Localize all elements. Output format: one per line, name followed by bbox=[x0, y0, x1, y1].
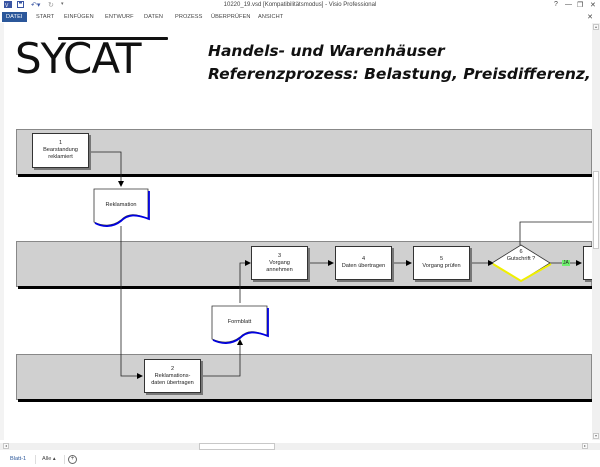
window-title: 10220_19.vsd [Kompatibilitätsmodus] - Vi… bbox=[223, 2, 377, 8]
sheet-tab-blatt-1[interactable]: Blatt-1 bbox=[10, 456, 27, 462]
step-2-label-line2: daten übertragen bbox=[151, 379, 194, 386]
step-7-box[interactable] bbox=[583, 246, 592, 280]
step-2-label-line1: Reklamations- bbox=[154, 372, 191, 379]
step-5-label: Vorgang prüfen bbox=[422, 263, 461, 269]
logo-bar bbox=[58, 37, 168, 40]
add-sheet-icon[interactable]: + bbox=[68, 455, 77, 464]
undo-icon[interactable]: ↶▾ bbox=[31, 2, 41, 9]
visio-icon: V bbox=[4, 1, 12, 10]
all-sheets-button[interactable]: Alle ▴ bbox=[42, 456, 56, 462]
document-reklamation-shape bbox=[93, 188, 150, 228]
separator bbox=[64, 455, 65, 464]
help-button[interactable]: ? bbox=[554, 1, 558, 8]
sycat-logo: SYCAT bbox=[15, 34, 141, 83]
drawing-canvas[interactable]: SYCAT Handels- und Warenhäuser Referenzp… bbox=[0, 23, 592, 440]
document-formblatt-shape bbox=[211, 305, 269, 345]
step-3-number: 3 bbox=[277, 252, 282, 259]
redo-icon[interactable]: ↻ bbox=[48, 2, 54, 9]
ribbon-tabs: DATEI START EINFÜGEN ENTWURF DATEN PROZE… bbox=[0, 11, 600, 23]
tab-einfuegen[interactable]: EINFÜGEN bbox=[64, 14, 94, 20]
step-3-label-line1: Vorgang bbox=[269, 259, 290, 266]
ruler-left bbox=[0, 23, 4, 440]
tab-daten[interactable]: DATEN bbox=[144, 14, 164, 20]
connector-1-to-reklamation bbox=[88, 151, 124, 187]
tab-ueberpruefen[interactable]: ÜBERPRÜFEN bbox=[211, 14, 251, 20]
save-icon[interactable] bbox=[17, 1, 24, 10]
decision-6-shape bbox=[491, 244, 552, 283]
step-1-label-line1: Bearstandung bbox=[43, 147, 78, 153]
tab-prozess[interactable]: PROZESS bbox=[175, 14, 203, 20]
vertical-scrollbar[interactable]: ▴ ▾ bbox=[592, 23, 600, 440]
document-formblatt-label: Formblatt bbox=[227, 319, 252, 325]
scroll-right-button[interactable]: ▸ bbox=[582, 443, 588, 449]
decision-6-label[interactable]: 6 Gutschrift ? bbox=[500, 249, 542, 263]
sheet-tab-bar: Blatt-1 Alle ▴ + bbox=[0, 451, 600, 467]
swimlane-3-border bbox=[18, 399, 592, 402]
connector-6-up bbox=[519, 221, 592, 245]
header-title-line1: Handels- und Warenhäuser bbox=[208, 42, 445, 60]
step-2-number: 2 bbox=[170, 365, 175, 372]
header-title-line2: Referenzprozess: Belastung, Preisdiffere… bbox=[208, 65, 592, 83]
step-4-number: 4 bbox=[361, 256, 366, 262]
tab-ansicht[interactable]: ANSICHT bbox=[258, 14, 284, 20]
vertical-scroll-thumb[interactable] bbox=[593, 171, 599, 249]
swimlane-1-border bbox=[18, 174, 592, 177]
restore-button[interactable]: ❐ bbox=[577, 2, 584, 9]
step-1-label-line2: reklamiert bbox=[48, 154, 73, 160]
step-1-box[interactable]: 1 Bearstandung reklamiert bbox=[32, 133, 89, 168]
step-5-box[interactable]: 5 Vorgang prüfen bbox=[413, 246, 470, 280]
close-button[interactable]: ✕ bbox=[590, 2, 596, 9]
tab-datei[interactable]: DATEI bbox=[2, 12, 27, 22]
scroll-down-button[interactable]: ▾ bbox=[593, 433, 599, 439]
scroll-left-button[interactable]: ◂ bbox=[3, 443, 9, 449]
close-document-button[interactable]: ✕ bbox=[587, 14, 593, 21]
horizontal-scroll-thumb[interactable] bbox=[199, 443, 275, 450]
step-2-box[interactable]: 2 Reklamations- daten übertragen bbox=[144, 359, 201, 393]
step-4-label: Daten übertragen bbox=[341, 263, 386, 269]
title-bar: V ↶▾ ↻ ▾ 10220_19.vsd [Kompatibilitätsmo… bbox=[0, 0, 600, 11]
svg-text:V: V bbox=[5, 3, 9, 8]
horizontal-scrollbar[interactable]: ◂ ▸ bbox=[0, 443, 600, 450]
step-1-number: 1 bbox=[58, 140, 63, 146]
step-3-box[interactable]: 3 Vorgang annehmen bbox=[251, 246, 308, 280]
connector-reklamation-to-2 bbox=[120, 226, 143, 379]
tab-entwurf[interactable]: ENTWURF bbox=[105, 14, 134, 20]
decision-6-number: 6 bbox=[519, 249, 523, 255]
step-5-number: 5 bbox=[439, 256, 444, 262]
connector-layer bbox=[88, 151, 592, 379]
step-4-box[interactable]: 4 Daten übertragen bbox=[335, 246, 392, 280]
minimize-button[interactable]: — bbox=[565, 1, 572, 8]
step-3-label-line2: annehmen bbox=[266, 266, 293, 273]
decision-yes-label: JA bbox=[562, 260, 570, 266]
customize-qat-icon[interactable]: ▾ bbox=[61, 1, 64, 7]
scroll-up-button[interactable]: ▴ bbox=[593, 24, 599, 30]
swimlane-2-border bbox=[18, 286, 592, 289]
connector-formblatt-to-3 bbox=[239, 260, 251, 303]
tab-start[interactable]: START bbox=[36, 14, 55, 20]
separator bbox=[35, 455, 36, 464]
connector-2-to-formblatt bbox=[200, 339, 243, 377]
decision-6-text: Gutschrift ? bbox=[506, 256, 536, 262]
document-reklamation-label: Reklamation bbox=[105, 202, 137, 208]
